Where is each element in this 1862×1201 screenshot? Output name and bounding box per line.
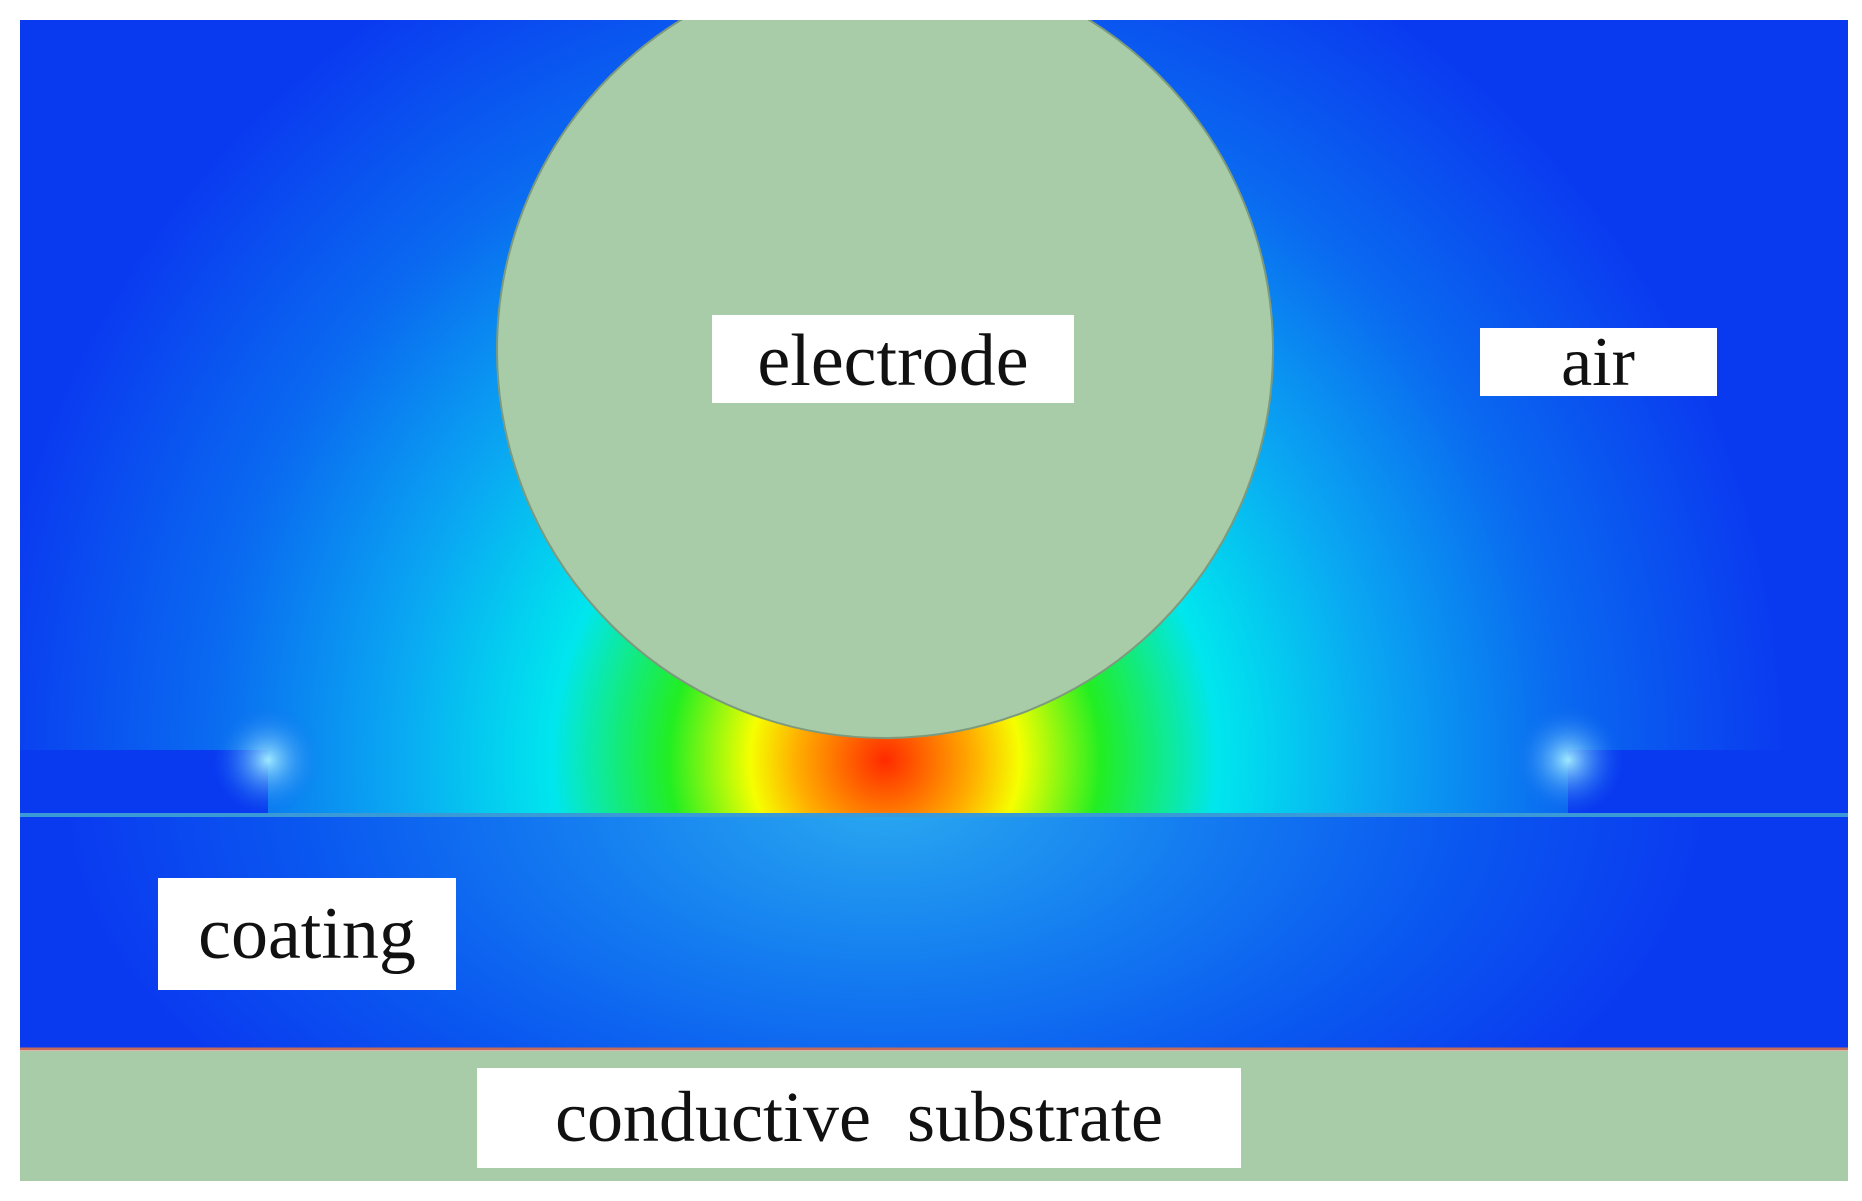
- coating-label-text: coating: [198, 893, 416, 975]
- substrate-label-text: conductive substrate: [555, 1077, 1163, 1157]
- air-label-text: air: [1561, 324, 1635, 401]
- edge-glow-left: [213, 705, 323, 815]
- substrate-label-box: [477, 1068, 1241, 1168]
- air-label-box: [1480, 328, 1717, 396]
- electrode-label-box: [712, 315, 1074, 403]
- air-label: air: [1480, 324, 1717, 401]
- edge-glow-right: [1513, 705, 1623, 815]
- coating-label: coating: [158, 878, 456, 990]
- coating-label-box: [158, 878, 456, 990]
- electrode-label-text: electrode: [757, 320, 1028, 402]
- electrode-label: electrode: [712, 315, 1074, 403]
- substrate-label: conductive substrate: [477, 1068, 1241, 1168]
